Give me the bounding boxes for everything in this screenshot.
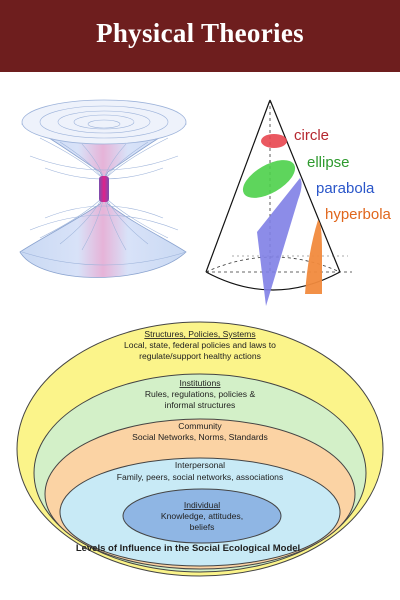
level-individual-line-2: beliefs	[190, 522, 215, 532]
parabola-label: parabola	[316, 180, 375, 197]
cone-base-front	[205, 271, 341, 291]
level-structures-line-1: Local, state, federal policies and laws …	[124, 340, 276, 350]
wormhole-top-rings	[39, 105, 169, 139]
cone-left-edge	[205, 99, 271, 273]
cone-right-edge	[269, 99, 341, 273]
level-individual-ring	[122, 488, 282, 544]
level-community-line-1: Social Networks, Norms, Standards	[132, 432, 268, 442]
figures-canvas: circle ellipse parabola hyperbola Struct…	[16, 99, 392, 577]
level-structures-line-2: regulate/support healthy actions	[139, 351, 261, 361]
wormhole-top-rim	[21, 99, 187, 145]
circle-label: circle	[294, 127, 329, 144]
level-institutions-line-1: Rules, regulations, policies &	[145, 389, 256, 399]
cone-base-back	[205, 256, 341, 273]
ellipse-label: ellipse	[307, 154, 350, 171]
level-institutions-line-2: informal structures	[165, 400, 236, 410]
wormhole-throat	[99, 176, 109, 202]
ellipse-section	[242, 160, 296, 198]
model-caption: Levels of Influence in the Social Ecolog…	[76, 543, 300, 554]
circle-section	[261, 134, 287, 148]
page-title: Physical Theories	[96, 18, 304, 48]
conic-sections-diagram: circle ellipse parabola hyperbola	[205, 99, 392, 306]
hyperbola-section	[305, 220, 322, 294]
level-institutions-title: Institutions	[179, 378, 220, 388]
level-community-title: Community	[178, 421, 222, 431]
header-banner: Physical Theories	[0, 0, 400, 72]
wormhole-grid-lines	[21, 137, 187, 266]
level-individual-title: Individual	[184, 500, 220, 510]
level-structures-title: Structures, Policies, Systems	[144, 329, 255, 339]
parabola-section	[257, 178, 302, 306]
level-individual-line-1: Knowledge, attitudes,	[161, 511, 243, 521]
social-ecological-model: Structures, Policies, Systems Local, sta…	[16, 321, 384, 577]
wormhole-surface	[19, 99, 187, 278]
level-interpersonal-line-1: Family, peers, social networks, associat…	[117, 472, 284, 482]
level-interpersonal-title: Interpersonal	[175, 460, 225, 470]
hyperbola-label: hyperbola	[325, 206, 392, 223]
